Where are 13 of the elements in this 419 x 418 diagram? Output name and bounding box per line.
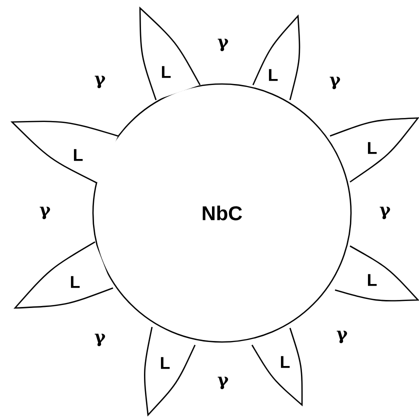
phase-label: γ: [40, 206, 50, 220]
phase-label: γ: [380, 206, 390, 220]
petal: L: [144, 326, 196, 416]
petal: L: [14, 241, 114, 309]
phase-label: γ: [218, 376, 228, 390]
petal: L: [252, 15, 300, 101]
petal: L: [11, 120, 119, 184]
petal: L: [139, 7, 201, 101]
phase-label: γ: [218, 38, 228, 52]
petal: L: [334, 245, 419, 302]
phase-label: γ: [336, 330, 348, 344]
petal: L: [330, 117, 419, 183]
petal: L: [251, 328, 303, 406]
